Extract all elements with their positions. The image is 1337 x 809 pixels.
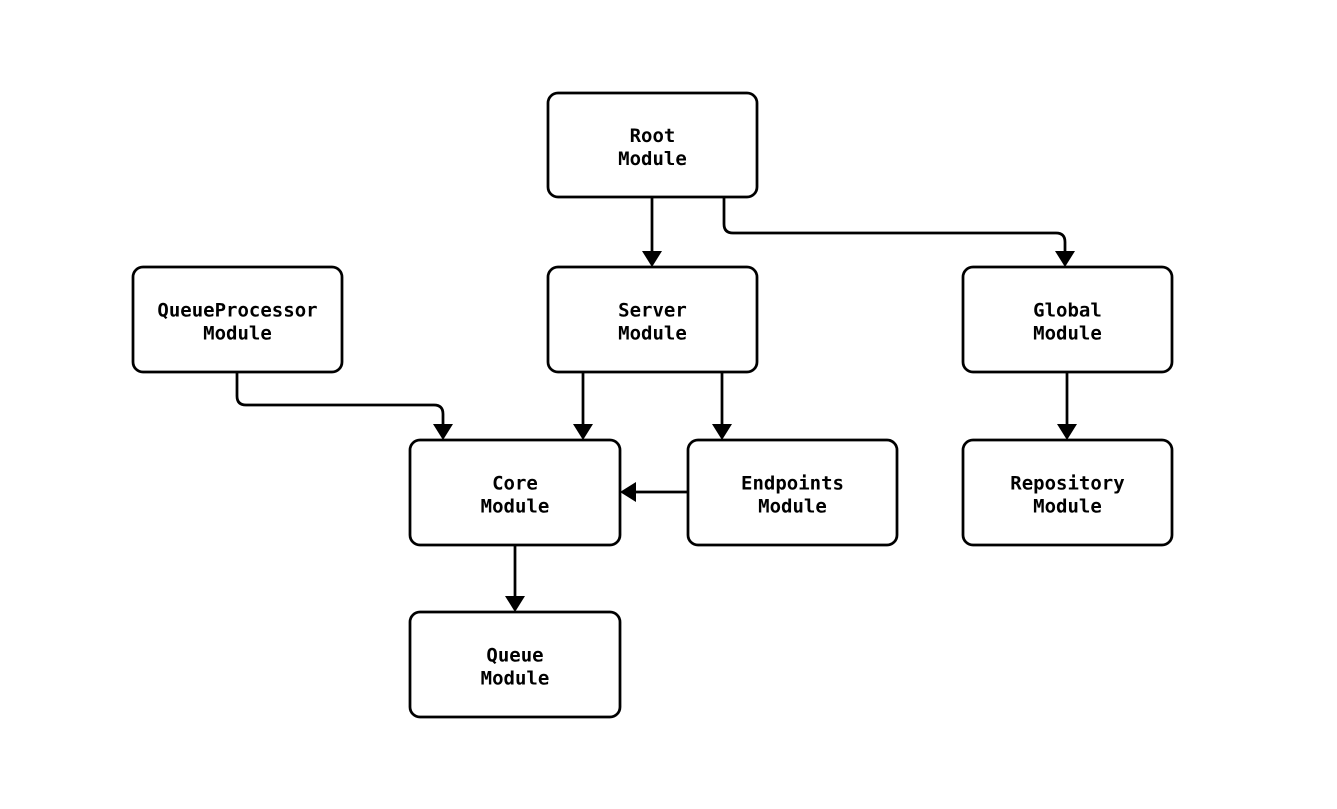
arrowhead-queueprocessor-to-core	[433, 424, 453, 440]
arrowhead-global-to-repository	[1057, 424, 1077, 440]
node-global-box	[961, 265, 1174, 374]
arrowhead-server-to-endpoints	[712, 424, 732, 440]
node-queueprocessor-box	[131, 265, 344, 374]
edge-root-to-global	[722, 197, 1067, 251]
arrowhead-root-to-server	[642, 251, 662, 267]
node-queue-box	[408, 610, 622, 719]
edge-queueprocessor-to-core	[235, 372, 445, 424]
arrowhead-core-to-queue	[505, 596, 525, 612]
node-core-box	[408, 438, 622, 547]
arrowhead-server-to-core	[573, 424, 593, 440]
node-repository-box	[961, 438, 1174, 547]
edges-layer	[235, 197, 1077, 612]
node-endpoints-box	[686, 438, 899, 547]
arrowhead-endpoints-to-core	[620, 482, 636, 502]
node-server-box	[546, 265, 759, 374]
arrowhead-root-to-global	[1055, 251, 1075, 267]
node-root-box	[546, 91, 759, 199]
